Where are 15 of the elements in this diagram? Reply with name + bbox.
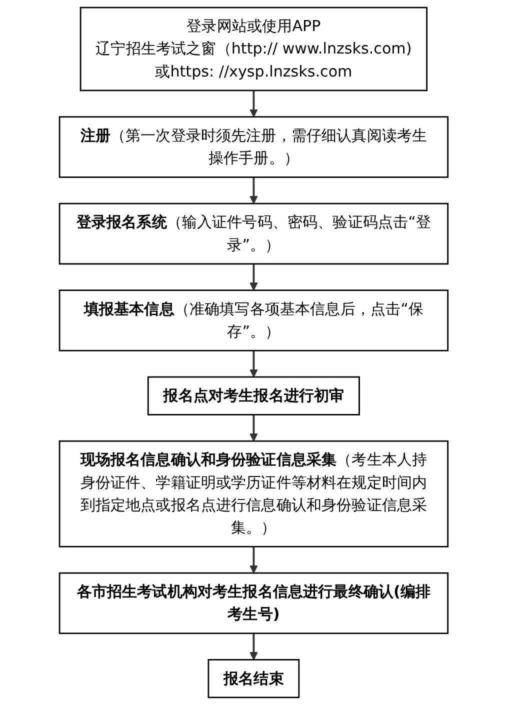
node-box: 注册（第一次登录时须先注册，需仔细认真阅读考生操作手册。）	[59, 116, 449, 178]
arrow	[250, 546, 258, 574]
node-box: 报名结束	[208, 659, 300, 698]
node-box: 报名点对考生报名进行初审	[148, 376, 360, 416]
arrow	[250, 264, 258, 291]
node-box: 登录网站或使用APP 辽宁招生考试之窗（http:// www.lnzsks.com) 或https: //xysp.lnzsks.com	[80, 6, 428, 92]
node-box: 登录报名系统（输入证件号码、密码、验证码点击“登录”。）	[59, 202, 449, 265]
arrow	[250, 177, 258, 204]
arrow	[250, 350, 258, 378]
arrow	[250, 90, 258, 118]
node-box: 现场报名信息确认和身份验证信息采集（考生本人持身份证件、学籍证明或学历证件等材料在规定时间内到指定地点或报名点进行信息确认和身份验证信息采集。）	[59, 440, 449, 548]
arrow	[250, 414, 258, 442]
arrow	[250, 633, 258, 660]
node-box: 填报基本信息（准确填写各项基本信息后，点击“保存”。）	[59, 290, 449, 352]
node-box: 各市招生考试机构对考生报名信息进行最终确认(编排考生号)	[59, 572, 449, 634]
